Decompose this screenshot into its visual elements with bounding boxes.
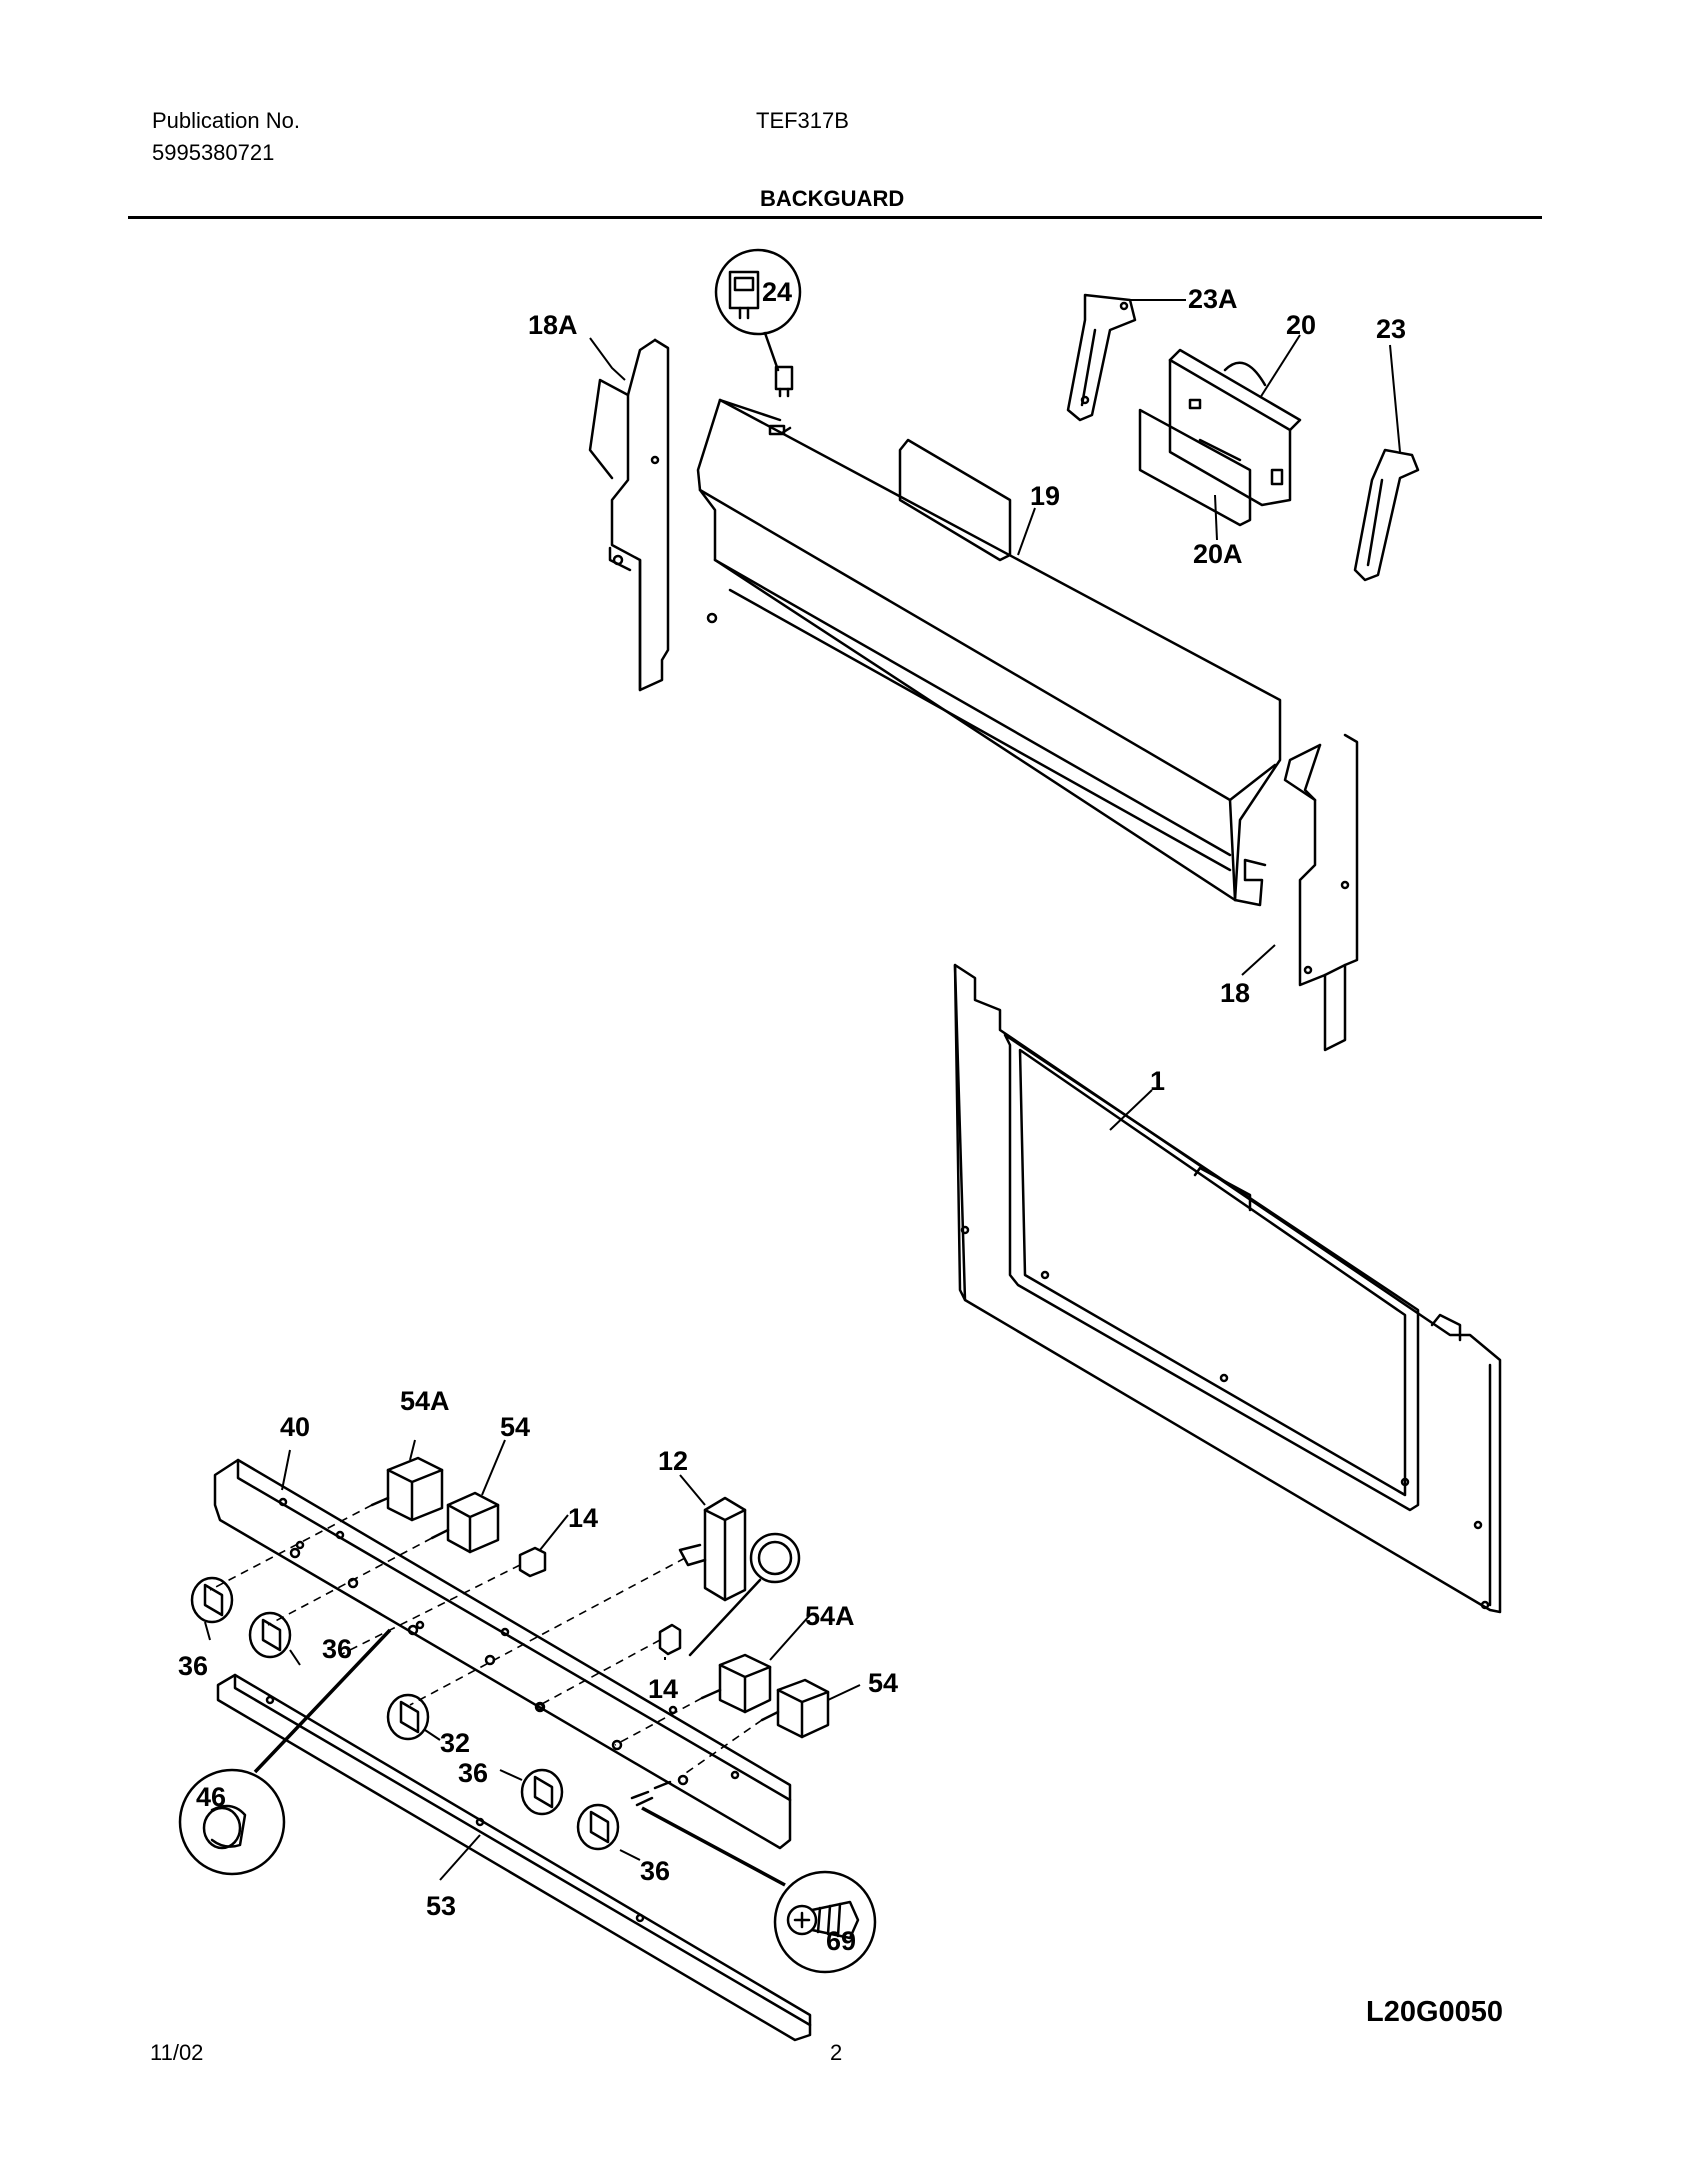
leader-20 (1259, 334, 1301, 399)
section-title: BACKGUARD (760, 186, 905, 211)
leader-18a (589, 337, 626, 381)
header-rule (128, 216, 1542, 219)
callout-12: 12 (658, 1446, 688, 1476)
leader-1 (1109, 1089, 1153, 1131)
control-panel-40 (213, 1458, 792, 1850)
callout-19: 19 (1030, 481, 1060, 511)
screw-69-detail (773, 1870, 877, 1974)
knob-insert-46-detail (178, 1768, 286, 1876)
publication-label: Publication No. (152, 108, 300, 133)
callout-23a: 23A (1188, 284, 1238, 314)
leader-54-top (481, 1439, 506, 1496)
switch-24 (774, 365, 794, 398)
callout-18a: 18A (528, 310, 578, 340)
leader-36-d (499, 1769, 523, 1781)
leader-36-a (204, 1621, 211, 1641)
callout-36-e: 36 (640, 1856, 670, 1886)
rear-panel-1 (953, 963, 1502, 1614)
leader-18 (1241, 944, 1276, 976)
thermostat-12 (678, 1496, 801, 1657)
leader-53 (439, 1834, 481, 1881)
callout-54a-right: 54A (805, 1601, 855, 1631)
leader-20a (1214, 494, 1218, 541)
leader-14-top (539, 1514, 569, 1551)
screws-69 (630, 1780, 672, 1807)
knob-36-e (576, 1803, 620, 1851)
knob-32 (386, 1693, 430, 1741)
leader-54a-top (409, 1439, 416, 1461)
leader-12 (679, 1474, 706, 1506)
callout-54-right: 54 (868, 1668, 898, 1698)
callout-1: 1 (1150, 1066, 1165, 1096)
callout-69: 69 (826, 1926, 856, 1956)
callout-32: 32 (440, 1728, 470, 1758)
callout-18: 18 (1220, 978, 1250, 1008)
leader-46 (253, 1628, 392, 1774)
model-number: TEF317B (756, 108, 849, 133)
callout-36-a: 36 (178, 1651, 208, 1681)
switch-54a-top (370, 1456, 444, 1522)
bracket-23a (1066, 293, 1137, 422)
leader-54a-right (769, 1614, 811, 1661)
leader-36-e (619, 1849, 641, 1861)
leader-54-right (827, 1684, 861, 1701)
leader-40 (281, 1449, 291, 1491)
clock-20 (1138, 348, 1302, 527)
callout-24: 24 (762, 277, 792, 307)
indicator-light-14-top (518, 1546, 547, 1578)
callout-40: 40 (280, 1412, 310, 1442)
leader-36-b (289, 1649, 301, 1666)
switch-54-top (430, 1491, 500, 1554)
indicator-light-14-mid (658, 1623, 682, 1656)
left-end-bracket-18a (588, 338, 670, 692)
callout-53: 53 (426, 1891, 456, 1921)
callout-46: 46 (196, 1782, 226, 1812)
switch-24-detail (714, 248, 802, 372)
callout-20a: 20A (1193, 539, 1243, 569)
knob-36-a (190, 1576, 234, 1624)
footer-page-number: 2 (830, 2040, 843, 2065)
callout-36-b: 36 (322, 1634, 352, 1664)
callout-14-mid: 14 (648, 1674, 678, 1704)
publication-number: 5995380721 (152, 140, 275, 165)
right-end-bracket-18 (1283, 733, 1359, 1052)
knob-36-b (248, 1611, 292, 1659)
bracket-23 (1353, 448, 1420, 582)
switch-54a-right (700, 1653, 772, 1714)
backguard-panel-19 (696, 398, 1282, 907)
switch-54-right (760, 1678, 830, 1739)
callout-54-top: 54 (500, 1412, 530, 1442)
callout-14-top: 14 (568, 1503, 598, 1533)
callout-20: 20 (1286, 310, 1316, 340)
leader-69 (641, 1806, 786, 1887)
knob-36-d (520, 1768, 564, 1816)
leader-19 (1017, 507, 1036, 556)
trim-strip-53 (216, 1673, 812, 2042)
footer-date: 11/02 (150, 2040, 204, 2065)
callout-36-d: 36 (458, 1758, 488, 1788)
callout-23: 23 (1376, 314, 1406, 344)
leader-23 (1389, 344, 1401, 453)
callout-54a-top: 54A (400, 1386, 450, 1416)
leader-32 (424, 1729, 441, 1741)
drawing-code: L20G0050 (1366, 1996, 1503, 2028)
